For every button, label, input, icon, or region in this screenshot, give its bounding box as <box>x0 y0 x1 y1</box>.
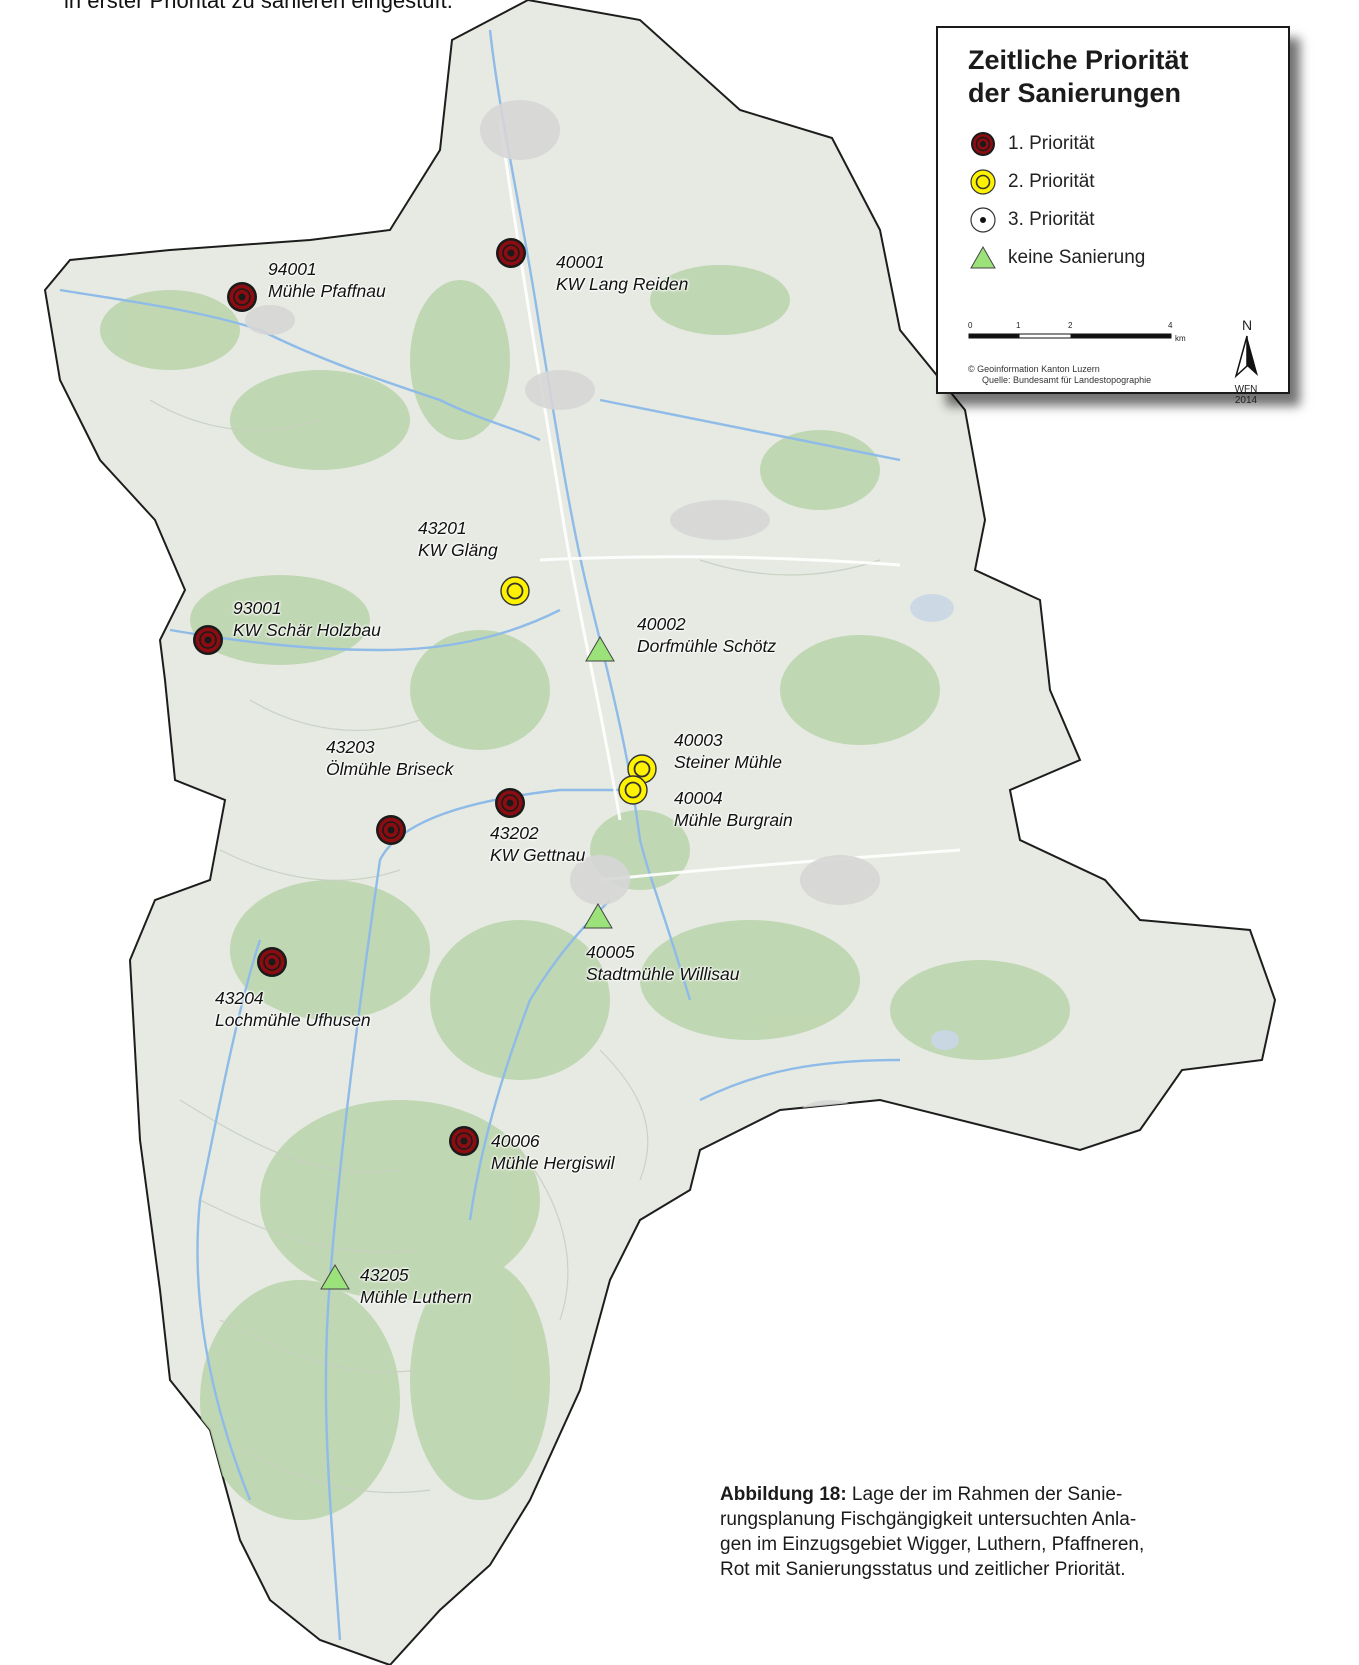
site-name: Lochmühle Ufhusen <box>215 1010 371 1030</box>
caption-label: Abbildung 18: <box>720 1484 847 1505</box>
site-id: 43202 <box>490 823 539 843</box>
site-id: 43201 <box>418 518 467 538</box>
site-markers <box>193 238 657 1290</box>
site-marker-94001[interactable] <box>227 282 257 312</box>
scale-tick-2: 2 <box>1068 321 1073 330</box>
site-name: Mühle Hergiswil <box>491 1153 615 1173</box>
legend-item-no-remediation: keine Sanierung <box>968 244 1145 272</box>
site-id: 43203 <box>326 737 375 757</box>
site-marker-40006[interactable] <box>449 1126 479 1156</box>
site-name: KW Gettnau <box>490 845 586 865</box>
red-target-icon <box>971 132 995 156</box>
site-name: Steiner Mühle <box>674 752 782 772</box>
caption-line-1: Lage der im Rahmen der Sanie- <box>846 1484 1123 1505</box>
legend-label-priority-1: 1. Priorität <box>1008 133 1095 154</box>
scale-tick-0: 0 <box>968 321 973 330</box>
legend-item-priority-1: 1. Priorität <box>968 130 1095 158</box>
legend-item-priority-2: 2. Priorität <box>968 168 1095 196</box>
site-id: 40004 <box>674 788 723 808</box>
intro-text: in erster Priorität zu sanieren eingestu… <box>64 0 453 13</box>
site-name: Mühle Luthern <box>360 1287 472 1307</box>
credit-line-2: Quelle: Bundesamt für Landestopographie <box>982 375 1152 385</box>
site-marker-43201[interactable] <box>500 576 530 606</box>
site-id: 40002 <box>637 614 686 634</box>
legend-title-line-2: der Sanierungen <box>968 78 1182 108</box>
legend-title-line-1: Zeitliche Priorität <box>968 45 1189 75</box>
legend-label-priority-3: 3. Priorität <box>1008 209 1095 230</box>
legend-title: Zeitliche Priorität der Sanierungen <box>968 44 1189 110</box>
site-name: Mühle Burgrain <box>674 810 793 830</box>
site-name: KW Lang Reiden <box>556 274 689 294</box>
caption-line-4: Rot mit Sanierungsstatus und zeitlicher … <box>720 1559 1126 1580</box>
site-name: Mühle Pfaffnau <box>268 281 386 301</box>
org-year: 2014 <box>1234 395 1258 406</box>
rivers <box>59 29 901 1641</box>
org-name: WFN <box>1234 384 1258 395</box>
scale-tick-1: 1 <box>1016 321 1021 330</box>
site-marker-93001[interactable] <box>193 625 223 655</box>
map-credits: © Geoinformation Kanton Luzern Quelle: B… <box>968 364 1151 386</box>
site-name: Ölmühle Briseck <box>326 759 454 779</box>
legend-item-priority-3: 3. Priorität <box>968 206 1095 234</box>
map-legend: Zeitliche Priorität der Sanierungen 1. P… <box>936 26 1290 406</box>
north-label: N <box>1242 318 1252 333</box>
legend-label-priority-2: 2. Priorität <box>1008 171 1095 192</box>
site-name: KW Schär Holzbau <box>233 620 381 640</box>
credit-line-1: © Geoinformation Kanton Luzern <box>968 364 1100 374</box>
site-marker-43204[interactable] <box>257 947 287 977</box>
site-marker-40005[interactable] <box>583 903 613 929</box>
site-id: 40006 <box>491 1131 540 1151</box>
site-name: Dorfmühle Schötz <box>637 636 777 656</box>
site-marker-40004[interactable] <box>618 775 648 805</box>
site-id: 40005 <box>586 942 635 962</box>
site-id: 43204 <box>215 988 264 1008</box>
north-arrow-icon: N <box>1234 318 1258 379</box>
site-marker-43203[interactable] <box>376 815 406 845</box>
yellow-ring-icon <box>970 169 996 195</box>
site-id: 43205 <box>360 1265 409 1285</box>
site-marker-40002[interactable] <box>585 636 615 662</box>
site-id: 40003 <box>674 730 723 750</box>
caption-line-2: rungsplanung Fischgängigkeit untersuchte… <box>720 1509 1137 1530</box>
site-id: 40001 <box>556 252 605 272</box>
lakes <box>910 594 959 1050</box>
white-dot-icon <box>970 207 996 233</box>
legend-label-no-remediation: keine Sanierung <box>1008 247 1146 268</box>
site-name: KW Gläng <box>418 540 498 560</box>
scale-tick-4: 4 <box>1168 321 1173 330</box>
site-name: Stadtmühle Willisau <box>586 964 740 984</box>
scale-bar: 0 1 2 4 km <box>968 321 1186 343</box>
site-marker-43202[interactable] <box>495 788 525 818</box>
org-stamp: WFN 2014 <box>1226 384 1266 406</box>
figure-caption: Abbildung 18: Lage der im Rahmen der San… <box>720 1482 1320 1582</box>
site-id: 93001 <box>233 598 282 618</box>
site-marker-40001[interactable] <box>496 238 526 268</box>
scale-unit: km <box>1175 334 1186 343</box>
caption-line-3: gen im Einzugsgebiet Wigger, Luthern, Pf… <box>720 1534 1145 1555</box>
relief-hatching <box>149 399 881 1494</box>
green-triangle-icon <box>970 245 996 269</box>
site-marker-43205[interactable] <box>320 1264 350 1290</box>
site-id: 94001 <box>268 259 317 279</box>
